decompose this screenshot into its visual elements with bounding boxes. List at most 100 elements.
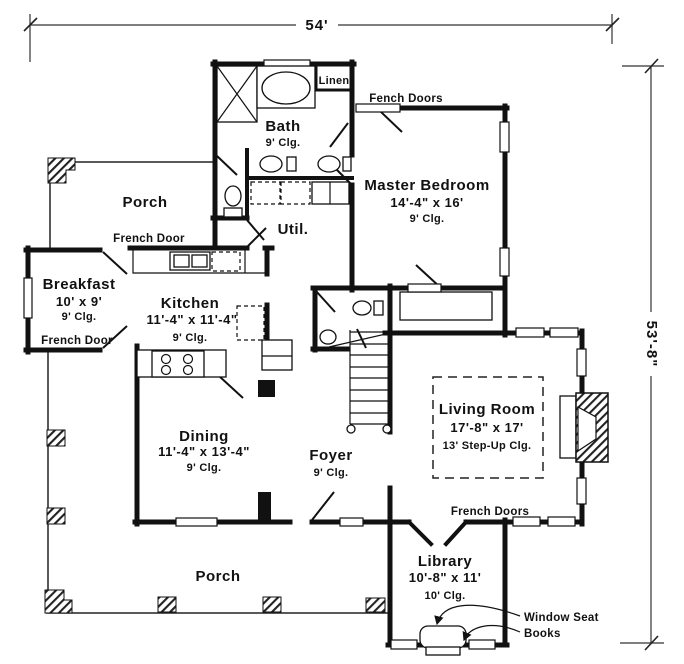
- kitchen-size: 11'-4" x 11'-4": [146, 312, 237, 327]
- vanity-cabinet: [342, 156, 352, 172]
- refrigerator: [236, 305, 265, 341]
- window-seat-sill: [425, 646, 461, 656]
- sink: [319, 329, 337, 345]
- wall-powder-stairs: [310, 283, 393, 435]
- pantry-cabinet: [261, 339, 293, 371]
- stair-newel: [382, 424, 392, 434]
- living-window: [576, 477, 587, 505]
- kitchen-label: Kitchen: [161, 295, 220, 312]
- toilet: [352, 300, 372, 316]
- vanity-cabinet: [286, 156, 297, 172]
- dishwasher: [211, 251, 241, 272]
- toilet-tank: [373, 300, 384, 316]
- wall-stub: [258, 492, 271, 524]
- porch-outline: [44, 157, 390, 614]
- hall-door-leaf: [246, 219, 265, 241]
- door-leaves: [102, 110, 442, 521]
- burner: [182, 364, 194, 376]
- wall-library-entry-chamfer: [406, 519, 469, 547]
- french-door-lower-label: French Door: [41, 335, 113, 347]
- walls: [23, 59, 585, 648]
- dimension-tick: [23, 17, 620, 32]
- range: [151, 350, 205, 378]
- vanity-sink: [317, 155, 341, 173]
- porch-post: [46, 507, 66, 525]
- water-closet-door-leaf: [216, 155, 238, 176]
- dimension-right: 53'-8": [620, 58, 664, 651]
- window-seat-fixture: [419, 625, 467, 656]
- library-size: 10'-8" x 11': [409, 570, 482, 585]
- front-door-leaf: [311, 491, 335, 521]
- fireplace: [559, 392, 609, 463]
- width-dimension-label: 54': [305, 17, 328, 34]
- living-french-door: [512, 516, 541, 527]
- porch-bottom-label: Porch: [195, 568, 240, 585]
- books-arrow: [462, 625, 521, 642]
- toilet-tank: [223, 207, 243, 218]
- breakfast-french-door-leaf-lower: [102, 325, 128, 349]
- burner: [160, 353, 172, 365]
- master-bedroom-ceiling: 9' Clg.: [410, 213, 445, 225]
- living-room-size: 17'-8" x 17': [450, 420, 523, 435]
- french-doors-living-label: French Doors: [451, 506, 529, 518]
- utility-door-leaf: [247, 227, 267, 247]
- firebox: [577, 405, 597, 453]
- foyer-label: Foyer: [309, 447, 352, 464]
- dining-size: 11'-4" x 13'-4": [158, 444, 250, 459]
- master-french-door-leaf: [379, 110, 403, 133]
- living-window: [576, 348, 587, 377]
- hearth: [559, 395, 577, 459]
- powder-room-fixtures: [319, 300, 384, 345]
- kitchen-counter: [132, 250, 266, 274]
- burner: [160, 364, 172, 376]
- porch-post: [47, 157, 76, 184]
- window-seat: [419, 625, 467, 649]
- master-window: [499, 121, 510, 153]
- breakfast-size: 10' x 9': [56, 294, 102, 309]
- wall-water-closet: [245, 148, 354, 220]
- labels: Linen Fench Doors Bath 9' Clg. Master Be…: [41, 75, 598, 640]
- breakfast-ceiling: 9' Clg.: [62, 311, 97, 323]
- dimension-tick: [644, 58, 659, 651]
- living-room-label: Living Room: [439, 401, 535, 418]
- porch-post: [365, 597, 386, 613]
- porch-post: [262, 596, 282, 613]
- living-room-ceiling: 13' Step-Up Clg.: [443, 440, 532, 452]
- french-door-upper-label: French Door: [113, 233, 185, 245]
- living-window: [515, 327, 545, 338]
- library-label: Library: [418, 553, 473, 570]
- utility-fixtures: [250, 181, 350, 205]
- library-window: [390, 639, 418, 650]
- kitchen-dining-door-leaf: [218, 375, 244, 399]
- stair-newel: [346, 424, 356, 434]
- window-seat-arrow: [434, 604, 521, 626]
- stair-direction-line: [328, 330, 400, 348]
- master-door-sill: [407, 283, 442, 293]
- annotation-arrows: [434, 604, 521, 642]
- kitchen-ceiling: 9' Clg.: [173, 332, 208, 344]
- foyer-ceiling: 9' Clg.: [314, 467, 349, 479]
- foyer-sidelight: [339, 517, 364, 527]
- master-bedroom-label: Master Bedroom: [364, 177, 489, 194]
- porch-top-label: Porch: [122, 194, 167, 211]
- dining-window: [175, 517, 218, 527]
- master-bedroom-size: 14'-4" x 16': [390, 195, 463, 210]
- staircase: [328, 328, 400, 434]
- porch-post: [44, 589, 73, 614]
- kitchen-sink-basin: [173, 254, 190, 268]
- vanity-sink: [259, 155, 283, 173]
- breakfast-label: Breakfast: [43, 276, 116, 293]
- bath-label: Bath: [265, 118, 300, 135]
- dining-ceiling: 9' Clg.: [187, 462, 222, 474]
- books-label: Books: [524, 628, 561, 640]
- wall-master-bedroom: [349, 59, 510, 338]
- porch-post: [157, 596, 177, 613]
- master-french-door-sill: [355, 103, 401, 113]
- bath-fixtures: [216, 65, 352, 218]
- wall-kitchen: [127, 245, 275, 345]
- dimension-line: [620, 65, 664, 644]
- bathtub-basin: [261, 71, 311, 105]
- stair-treads: [350, 331, 388, 425]
